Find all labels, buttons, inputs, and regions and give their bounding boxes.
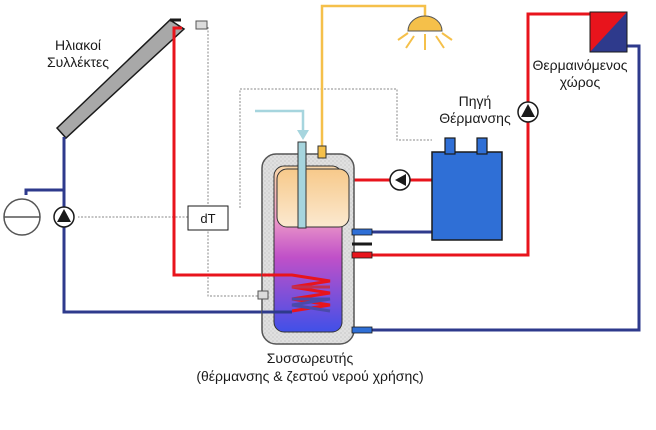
collectors-label-line2: Συλλέκτες xyxy=(46,54,110,70)
cold-water-inlet-arrow xyxy=(297,130,309,140)
solar-cold-pipe xyxy=(62,137,262,314)
cold-water-dip-tube xyxy=(297,141,307,229)
heat-source-label-line1: Πηγή xyxy=(458,93,492,109)
tank-lower-sensor xyxy=(257,290,269,300)
boiler-icon xyxy=(431,151,503,241)
solar-hot-pipe xyxy=(172,26,262,277)
controller-icon xyxy=(187,205,229,231)
solar-collector-icon xyxy=(55,19,186,140)
heating-supply-pipe xyxy=(352,12,590,257)
heating-return-pipe xyxy=(358,44,641,332)
solar-collector xyxy=(55,18,208,140)
control-line-lower-sensor xyxy=(207,228,258,297)
solar-pump xyxy=(53,206,75,228)
collectors-label-line1: Ηλιακοί xyxy=(54,37,102,53)
heating-pump xyxy=(517,101,539,123)
heated-space-label-line1: Θερμαινόμενος xyxy=(532,57,628,73)
hot-water-tank xyxy=(276,168,350,228)
port-heating-supply xyxy=(351,251,373,259)
heated-space xyxy=(589,11,628,53)
controller: dT xyxy=(187,205,229,231)
port-heating-return xyxy=(351,326,373,334)
heat-exchanger-coil-icon xyxy=(262,273,331,314)
controller-label: dT xyxy=(200,211,215,226)
control-lines xyxy=(78,27,432,297)
tank-label-line1: Συσσωρευτής xyxy=(266,350,354,366)
port-heat-source-return xyxy=(351,228,373,236)
heat-source-pump xyxy=(389,169,411,191)
collector-sensor-icon xyxy=(195,20,208,30)
expansion-vessel xyxy=(3,198,41,236)
lamp xyxy=(397,15,453,50)
heat-source xyxy=(431,137,503,241)
heated-space-label-line2: χώρος xyxy=(559,74,601,90)
hot-water-pipe xyxy=(320,4,427,148)
expansion-vessel-pipe xyxy=(24,188,64,195)
hot-water-outlet xyxy=(317,145,327,159)
tank-label-line2: (θέρμανσης & ζεστού νερού χρήσης) xyxy=(196,368,424,384)
cold-water-inlet-pipe xyxy=(255,109,305,132)
lamp-icon xyxy=(407,15,443,32)
heat-source-label-line2: Θέρμανσης xyxy=(439,110,511,126)
storage-tank xyxy=(257,141,373,345)
